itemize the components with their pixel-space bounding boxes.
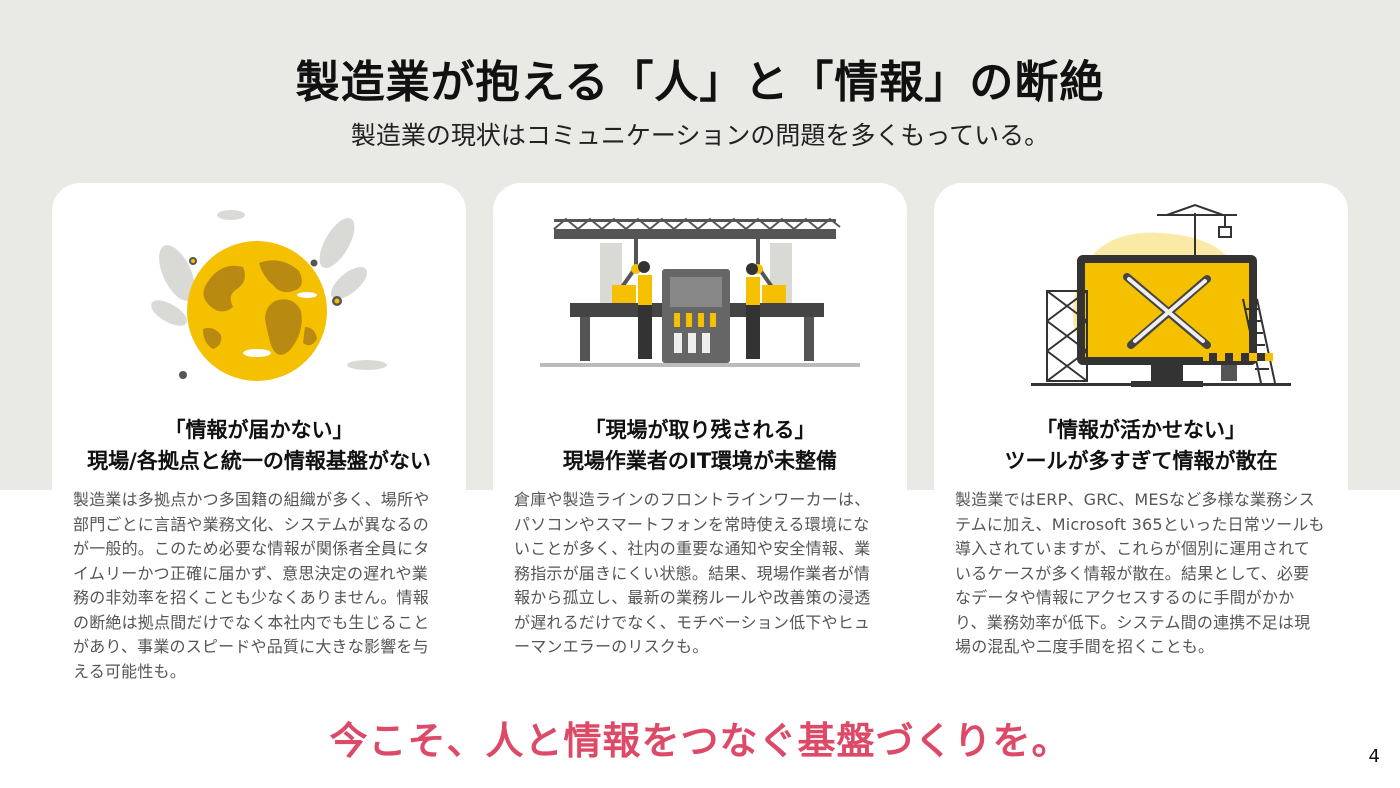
card-body: 製造業は多拠点かつ多国籍の組織が多く、場所や部門ごとに言語や業務文化、システムが… [73,490,430,681]
card-body: 倉庫や製造ラインのフロントラインワーカーは、パソコンやスマートフォンを常時使える… [514,490,871,656]
page-title: 製造業が抱える「人」と「情報」の断絶 [295,57,1105,108]
card-heading-line1: 「情報が届かない」 [164,418,354,442]
call-to-action: 今こそ、人と情報をつなぐ基盤づくりを。 [329,719,1071,763]
card-heading-line1: 「現場が取り残される」 [584,418,816,442]
factory-line-illustration-icon [540,203,860,403]
card-heading: 「情報が届かない」 現場/各拠点と統一の情報基盤がない [52,415,466,477]
page-subtitle: 製造業の現状はコミュニケーションの問題を多くもっている。 [350,121,1050,150]
issue-card-frontline: 「現場が取り残される」 現場作業者のIT環境が未整備 倉庫や製造ラインのフロント… [493,183,907,656]
page-number: 4 [1368,746,1380,767]
issue-card-tools: 「情報が活かせない」 ツールが多すぎて情報が散在 製造業ではERP、GRC、ME… [934,183,1348,656]
issue-card-information: 「情報が届かない」 現場/各拠点と統一の情報基盤がない 製造業は多拠点かつ多国籍… [52,183,466,681]
globe-illustration-icon [99,203,419,403]
card-heading-line2: ツールが多すぎて情報が散在 [1004,449,1278,473]
card-heading-line2: 現場作業者のIT環境が未整備 [562,449,838,473]
card-heading-line1: 「情報が活かせない」 [1036,418,1246,442]
card-body: 製造業ではERP、GRC、MESなど多様な業務システムに加え、Microsoft… [955,490,1325,656]
card-heading: 「現場が取り残される」 現場作業者のIT環境が未整備 [493,415,907,477]
tools-construction-illustration-icon [981,203,1301,403]
card-heading: 「情報が活かせない」 ツールが多すぎて情報が散在 [934,415,1348,477]
card-heading-line2: 現場/各拠点と統一の情報基盤がない [87,449,431,473]
